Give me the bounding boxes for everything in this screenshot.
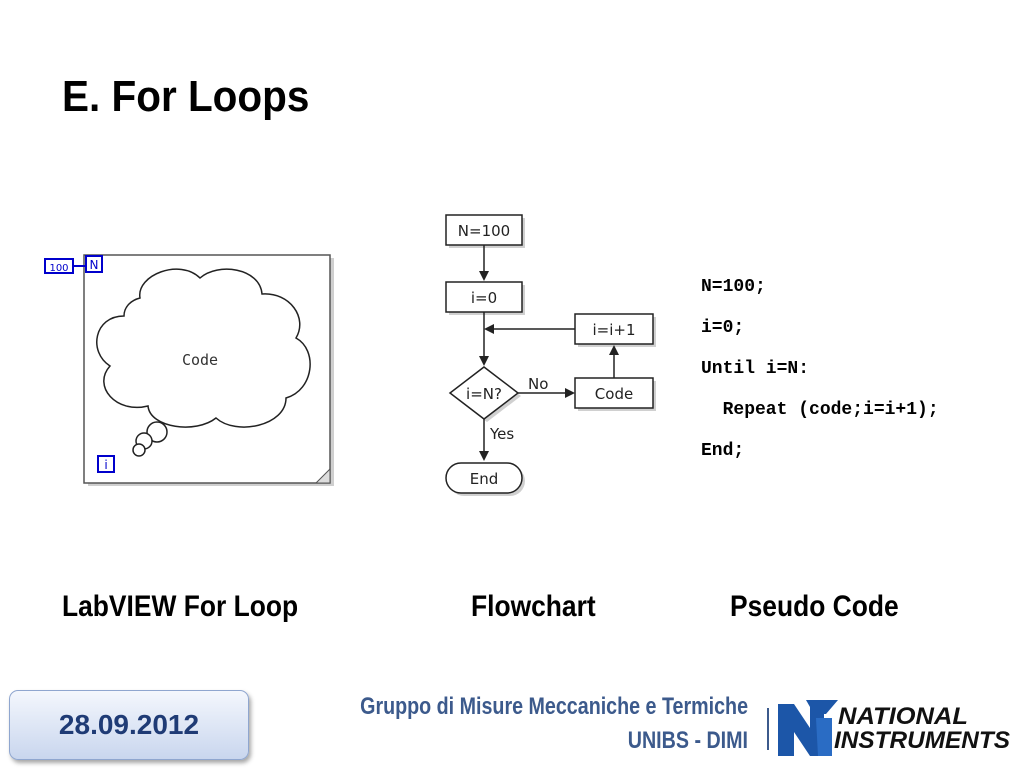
i-terminal-box (97, 455, 115, 473)
count-terminal-value: 100 (49, 263, 68, 274)
cloud-bubble-small (132, 443, 146, 457)
pseudo-line-3: Until i=N: (701, 359, 810, 379)
pseudo-line-1: N=100; (701, 277, 766, 297)
logo-line-1: NATIONAL (838, 703, 968, 730)
code-box-label: Code (595, 385, 633, 403)
pseudo-line-4: Repeat (code;i=i+1); (701, 400, 939, 420)
caption-labview: LabVIEW For Loop (62, 590, 299, 623)
cloud-code-label: Code (182, 351, 218, 369)
loop-corner (314, 467, 331, 484)
date-badge: 28.09.2012 (9, 690, 249, 760)
slide-title: E. For Loops (62, 72, 310, 121)
caption-pseudo: Pseudo Code (730, 590, 899, 623)
footer-group: Gruppo di Misure Meccaniche e Termiche (360, 693, 748, 720)
end-box-label: End (470, 470, 499, 488)
ni-eagle-icon (778, 700, 838, 756)
i-box (445, 281, 523, 313)
cloud-bubble-large (146, 421, 168, 443)
end-box (445, 462, 523, 494)
n-terminal-label: N (90, 258, 99, 272)
yes-label: Yes (489, 425, 514, 443)
code-cloud (96, 268, 311, 428)
n-terminal-box (85, 255, 103, 273)
code-box (574, 377, 654, 409)
footer-divider (767, 708, 769, 750)
national-instruments-logo: NATIONAL INSTRUMENTS (778, 700, 1010, 756)
pseudo-line-5: End; (701, 441, 745, 461)
caption-flowchart: Flowchart (471, 590, 596, 623)
inc-box-label: i=i+1 (592, 321, 635, 339)
pseudo-line-2: i=0; (701, 318, 745, 338)
n-box-label: N=100 (458, 222, 510, 240)
pseudo-code: N=100; i=0; Until i=N: Repeat (code;i=i+… (701, 276, 939, 481)
n-box (445, 214, 523, 246)
inc-box (574, 313, 654, 345)
i-box-label: i=0 (471, 289, 497, 307)
flowchart: N=100 i=0 i=i+1 i=N? No Code Yes End (445, 214, 656, 496)
footer-text: Gruppo di Misure Meccaniche e Termiche U… (360, 690, 748, 758)
no-label: No (528, 375, 548, 393)
decision-label: i=N? (466, 385, 502, 403)
logo-line-2: INSTRUMENTS (834, 727, 1010, 754)
footer-dept: UNIBS - DIMI (627, 727, 748, 754)
labview-for-loop: 100 N i Code (44, 254, 334, 486)
i-terminal-label: i (104, 458, 107, 472)
date-text: 28.09.2012 (58, 709, 200, 740)
